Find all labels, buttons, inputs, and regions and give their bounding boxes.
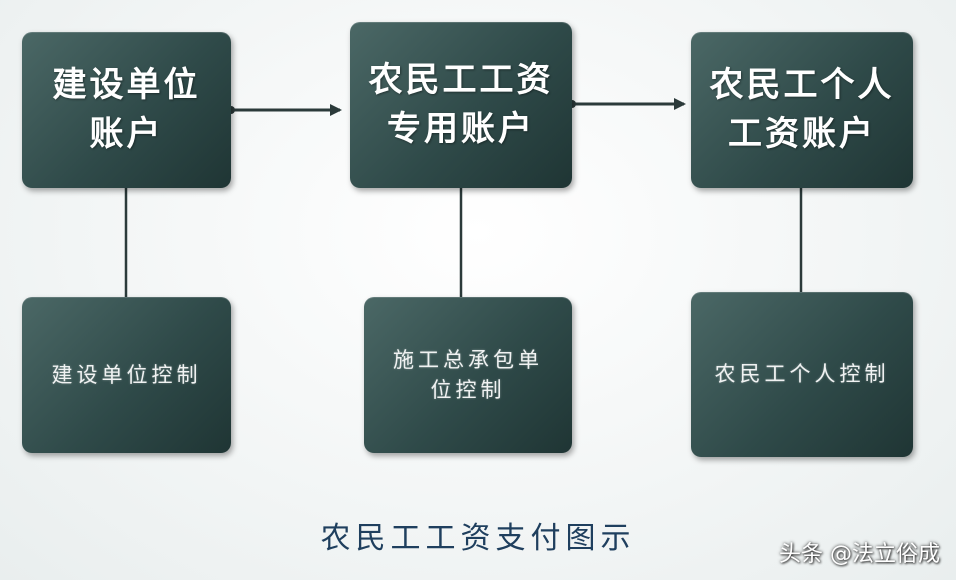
wage-special-account-label: 农民工工资 专用账户 — [368, 59, 554, 149]
general-contractor-control-box: 施工总承包单 位控制 — [364, 297, 572, 453]
construction-unit-account-label: 建设单位 账户 — [52, 64, 201, 154]
watermark: 头条 @法立俗成 — [779, 542, 940, 567]
wage-special-account-box: 农民工工资 专用账户 — [350, 22, 572, 188]
worker-personal-account-box: 农民工个人 工资账户 — [691, 32, 913, 188]
diagram-caption: 农民工工资支付图示 — [320, 521, 636, 556]
worker-personal-control-box: 农民工个人控制 — [691, 292, 913, 457]
arrow-construction-to-special — [227, 104, 342, 116]
arrow-special-to-personal — [568, 98, 686, 110]
worker-personal-control-label: 农民工个人控制 — [714, 362, 890, 387]
construction-unit-account-box: 建设单位 账户 — [22, 32, 231, 188]
construction-unit-control-label: 建设单位控制 — [51, 362, 202, 387]
construction-unit-control-box: 建设单位控制 — [22, 297, 231, 453]
general-contractor-control-label: 施工总承包单 位控制 — [393, 347, 543, 402]
worker-personal-account-label: 农民工个人 工资账户 — [709, 64, 895, 154]
